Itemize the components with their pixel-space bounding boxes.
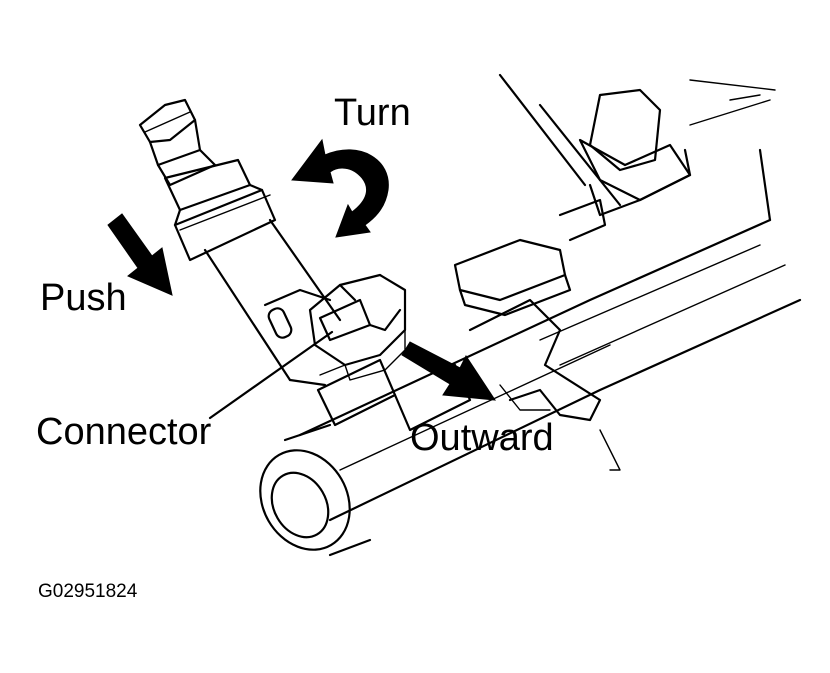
background-injector [498,73,776,217]
turn-label: Turn [334,92,411,134]
rail-clip [453,198,607,317]
fuel-rail [298,148,802,522]
push-arrow [107,213,173,296]
outward-arrow [401,341,496,401]
outward-label: Outward [410,417,554,459]
rail-end-cap [259,423,372,557]
figure-code: G02951824 [38,581,138,602]
electrical-connector [308,273,407,381]
connector-leader-line [208,330,334,420]
fuel-injector [138,98,342,387]
connector-label: Connector [36,411,212,453]
push-label: Push [40,277,127,319]
harness-hose [468,298,602,422]
turn-arrow [291,138,389,238]
